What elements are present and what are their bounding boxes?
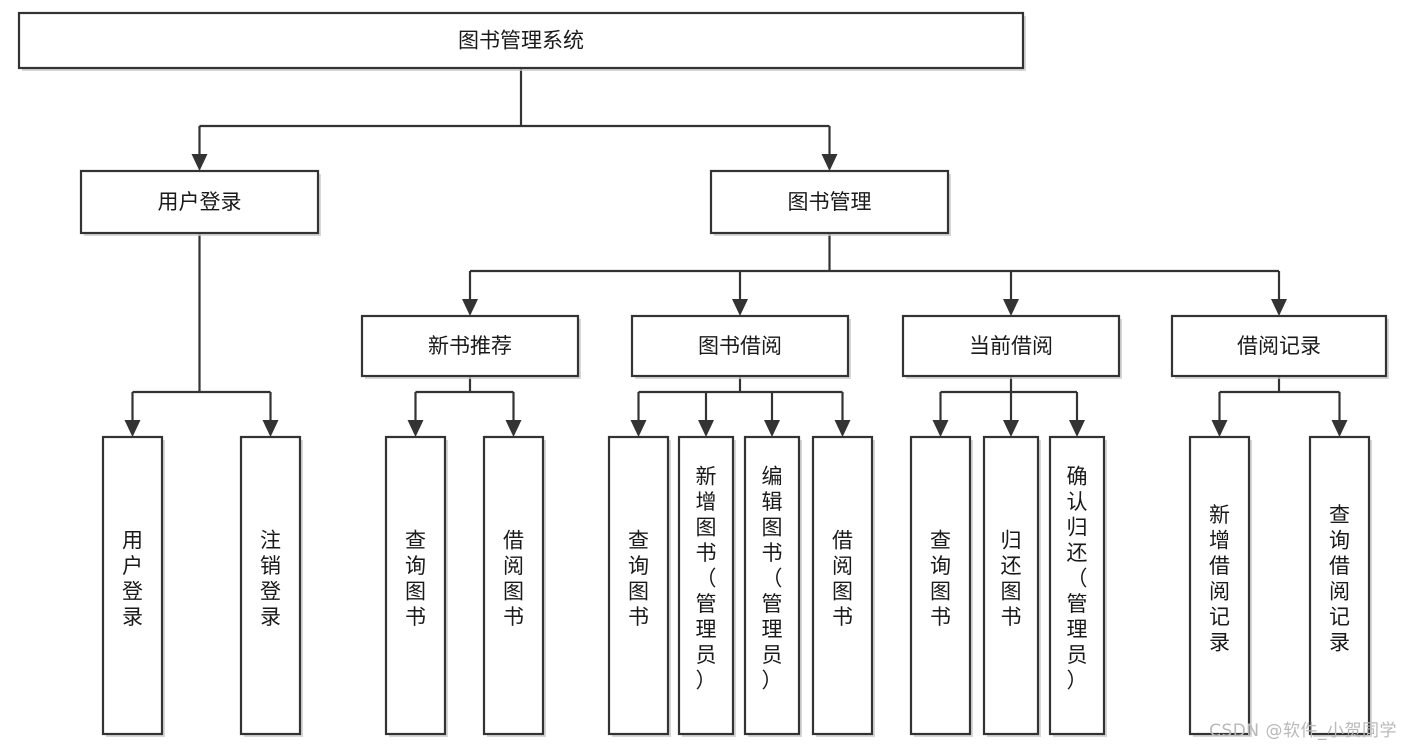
node-rect[interactable] bbox=[1188, 435, 1251, 736]
node-layer: 图书管理系统用户登录图书管理新书推荐图书借阅当前借阅借阅记录用户登录注销登录查询… bbox=[17, 11, 1389, 737]
node-label: 注销登录 bbox=[260, 528, 281, 629]
csdn-watermark: CSDN @软件_小贺同学 bbox=[1209, 721, 1397, 741]
node-label: 当前借阅 bbox=[969, 334, 1053, 358]
node-leaf-query-record[interactable]: 查询借阅记录 bbox=[1308, 435, 1372, 737]
node-rect[interactable] bbox=[239, 435, 302, 736]
arrow-head-icon bbox=[407, 420, 424, 437]
node-rect[interactable] bbox=[1170, 314, 1388, 378]
node-label: 查询图书 bbox=[628, 528, 649, 629]
node-label: 用户登录 bbox=[122, 528, 143, 629]
node-leaf-borrow-book-2[interactable]: 借阅图书 bbox=[811, 435, 875, 737]
arrow-head-icon bbox=[462, 299, 478, 316]
arrow-head-icon bbox=[505, 420, 522, 437]
connector-layer bbox=[124, 68, 1348, 437]
node-label: 借阅记录 bbox=[1237, 334, 1321, 358]
node-label: 查询图书 bbox=[405, 528, 426, 629]
node-label: 图书管理 bbox=[788, 190, 872, 214]
node-book-manage[interactable]: 图书管理 bbox=[709, 169, 951, 236]
arrow-head-icon bbox=[1331, 420, 1348, 437]
node-rect[interactable] bbox=[1048, 435, 1106, 736]
arrow-head-icon bbox=[1003, 420, 1019, 437]
node-leaf-query-book-1[interactable]: 查询图书 bbox=[384, 435, 448, 737]
node-leaf-edit-book[interactable]: 编辑图书（管理员） bbox=[743, 435, 802, 737]
node-leaf-return-book[interactable]: 归还图书 bbox=[982, 435, 1041, 737]
node-leaf-add-record[interactable]: 新增借阅记录 bbox=[1188, 435, 1252, 737]
node-rect[interactable] bbox=[709, 169, 950, 235]
connector-book-manage bbox=[462, 233, 1287, 316]
connector-root bbox=[191, 68, 838, 171]
node-leaf-user-logout[interactable]: 注销登录 bbox=[239, 435, 303, 737]
node-label: 图书借阅 bbox=[698, 334, 782, 358]
node-leaf-user-login[interactable]: 用户登录 bbox=[101, 435, 165, 737]
connector-book-borrow bbox=[630, 376, 851, 437]
node-label: 归还图书 bbox=[1001, 528, 1022, 629]
node-rect[interactable] bbox=[79, 169, 320, 235]
arrow-head-icon bbox=[764, 420, 780, 437]
connector-borrow-record bbox=[1211, 376, 1348, 437]
arrow-head-icon bbox=[698, 420, 714, 437]
node-label: 用户登录 bbox=[158, 190, 242, 214]
node-rect[interactable] bbox=[101, 435, 164, 736]
node-label: 新书推荐 bbox=[428, 334, 512, 358]
node-new-book-recommend[interactable]: 新书推荐 bbox=[360, 314, 581, 379]
node-rect[interactable] bbox=[607, 435, 670, 736]
node-rect[interactable] bbox=[811, 435, 874, 736]
arrow-head-icon bbox=[932, 420, 949, 437]
node-rect[interactable] bbox=[743, 435, 801, 736]
connector-new-book-recommend bbox=[407, 376, 522, 437]
node-rect[interactable] bbox=[482, 435, 545, 736]
node-leaf-borrow-book-1[interactable]: 借阅图书 bbox=[482, 435, 546, 737]
node-label: 查询借阅记录 bbox=[1329, 503, 1350, 655]
node-current-borrow[interactable]: 当前借阅 bbox=[901, 314, 1122, 379]
arrow-head-icon bbox=[262, 420, 279, 437]
node-rect[interactable] bbox=[909, 435, 972, 736]
node-leaf-query-book-2[interactable]: 查询图书 bbox=[607, 435, 671, 737]
node-book-borrow[interactable]: 图书借阅 bbox=[630, 314, 851, 379]
arrow-head-icon bbox=[1069, 420, 1085, 437]
node-leaf-confirm-return[interactable]: 确认归还（管理员） bbox=[1048, 435, 1107, 737]
node-label: 图书管理系统 bbox=[458, 29, 584, 53]
connector-user-login bbox=[124, 233, 279, 437]
arrow-head-icon bbox=[821, 154, 838, 171]
node-label: 编辑图书（管理员） bbox=[762, 465, 783, 693]
node-root[interactable]: 图书管理系统 bbox=[17, 11, 1026, 71]
arrow-head-icon bbox=[1003, 299, 1019, 316]
arrow-head-icon bbox=[1211, 420, 1228, 437]
arrow-head-icon bbox=[732, 299, 748, 316]
arrow-head-icon bbox=[191, 154, 208, 171]
node-label: 查询图书 bbox=[930, 528, 951, 629]
node-user-login[interactable]: 用户登录 bbox=[79, 169, 321, 236]
node-leaf-query-book-3[interactable]: 查询图书 bbox=[909, 435, 973, 737]
connector-current-borrow bbox=[932, 376, 1085, 437]
node-rect[interactable] bbox=[677, 435, 735, 736]
node-rect[interactable] bbox=[384, 435, 447, 736]
node-label: 借阅图书 bbox=[503, 528, 524, 629]
arrow-head-icon bbox=[630, 420, 647, 437]
node-rect[interactable] bbox=[1308, 435, 1371, 736]
node-rect[interactable] bbox=[360, 314, 580, 378]
arrow-head-icon bbox=[834, 420, 851, 437]
node-leaf-add-book[interactable]: 新增图书（管理员） bbox=[677, 435, 736, 737]
node-rect[interactable] bbox=[982, 435, 1040, 736]
arrow-head-icon bbox=[1271, 299, 1287, 316]
arrow-head-icon bbox=[124, 420, 141, 437]
node-rect[interactable] bbox=[17, 11, 1025, 70]
node-label: 新增借阅记录 bbox=[1209, 503, 1230, 655]
node-label: 借阅图书 bbox=[832, 528, 853, 629]
node-label: 新增图书（管理员） bbox=[696, 465, 717, 693]
node-rect[interactable] bbox=[901, 314, 1121, 378]
node-rect[interactable] bbox=[630, 314, 850, 378]
node-label: 确认归还（管理员） bbox=[1067, 465, 1088, 693]
node-borrow-record[interactable]: 借阅记录 bbox=[1170, 314, 1389, 379]
